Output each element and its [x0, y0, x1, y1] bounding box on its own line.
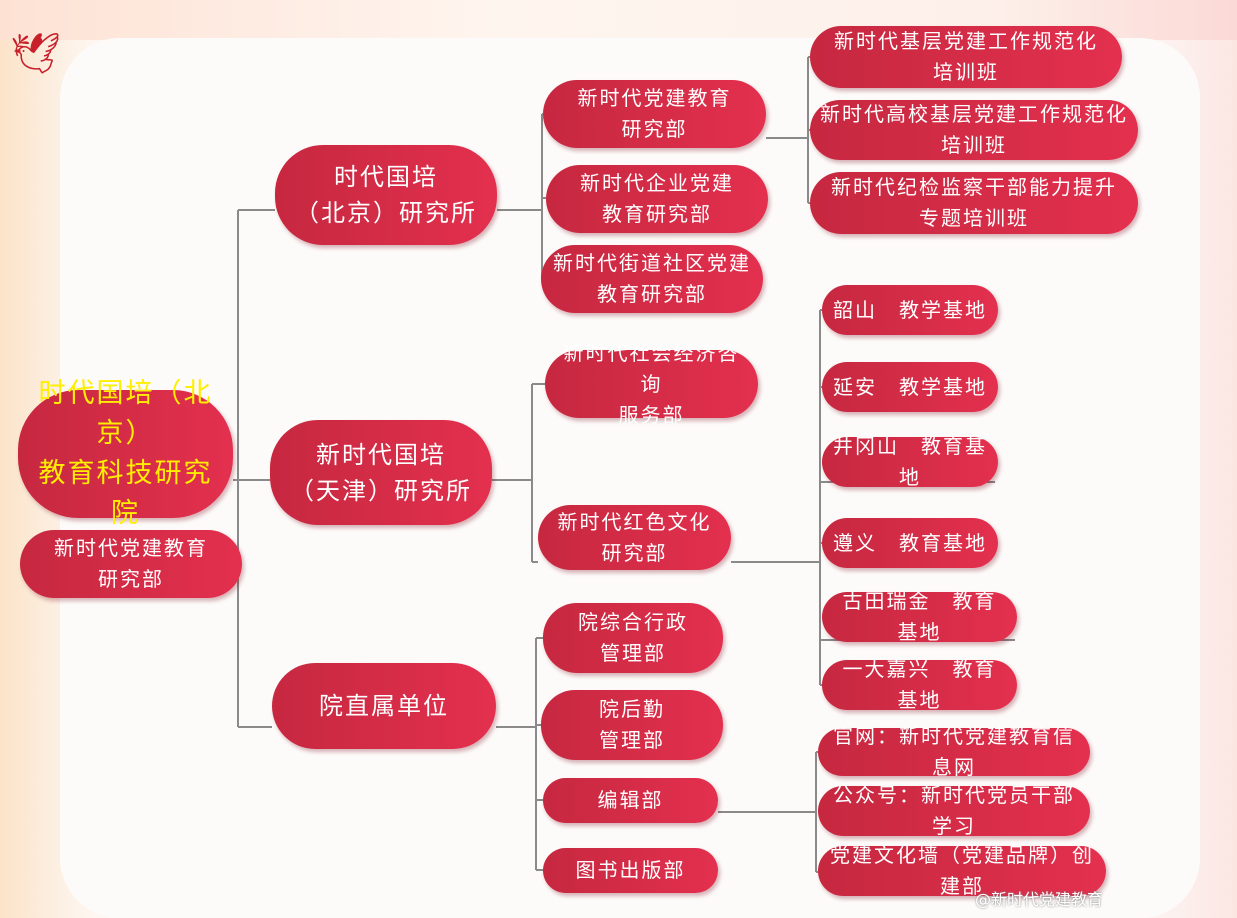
- dept-node[interactable]: 院综合行政 管理部: [543, 603, 723, 673]
- media-node[interactable]: 官网：新时代党建教育信息网: [818, 724, 1090, 779]
- beijing-institute-node[interactable]: 时代国培 （北京）研究所: [275, 145, 497, 245]
- dept-node[interactable]: 新时代街道社区党建 教育研究部: [541, 245, 763, 313]
- base-node[interactable]: 古田瑞金 教育基地: [822, 589, 1017, 644]
- training-node[interactable]: 新时代纪检监察干部能力提升 专题培训班: [810, 172, 1138, 234]
- dept-node[interactable]: 新时代党建教育 研究部: [543, 80, 766, 148]
- dept-node[interactable]: 新时代社会经济咨询 服务部: [545, 341, 758, 427]
- base-node[interactable]: 遵义 教育基地: [822, 518, 998, 568]
- institute-root-node[interactable]: 时代国培（北京） 教育科技研究院: [18, 378, 233, 529]
- dept-node[interactable]: 图书出版部: [543, 848, 718, 893]
- dept-node[interactable]: 新时代企业党建 教育研究部: [546, 165, 768, 233]
- training-node[interactable]: 新时代基层党建工作规范化 培训班: [810, 26, 1122, 88]
- dept-node[interactable]: 新时代红色文化 研究部: [538, 505, 731, 570]
- party-education-research-node[interactable]: 新时代党建教育 研究部: [20, 530, 242, 598]
- base-node[interactable]: 韶山 教学基地: [822, 285, 998, 335]
- training-node[interactable]: 新时代高校基层党建工作规范化 培训班: [810, 100, 1138, 160]
- dept-node[interactable]: 编辑部: [543, 778, 718, 823]
- base-node[interactable]: 延安 教学基地: [822, 362, 998, 412]
- base-node[interactable]: 井冈山 教育基地: [822, 434, 998, 489]
- base-node[interactable]: 一大嘉兴 教育基地: [822, 657, 1017, 712]
- doves-decoration-icon: 🕊: [10, 31, 61, 77]
- tianjin-institute-node[interactable]: 新时代国培 （天津）研究所: [270, 420, 492, 525]
- media-node[interactable]: 党建文化墙（党建品牌）创建部: [818, 843, 1106, 898]
- watermark: @新时代党建教育: [975, 890, 1104, 909]
- dept-node[interactable]: 院后勤 管理部: [541, 690, 723, 760]
- direct-units-node[interactable]: 院直属单位: [272, 663, 496, 749]
- media-node[interactable]: 公众号：新时代党员干部学习: [818, 783, 1090, 838]
